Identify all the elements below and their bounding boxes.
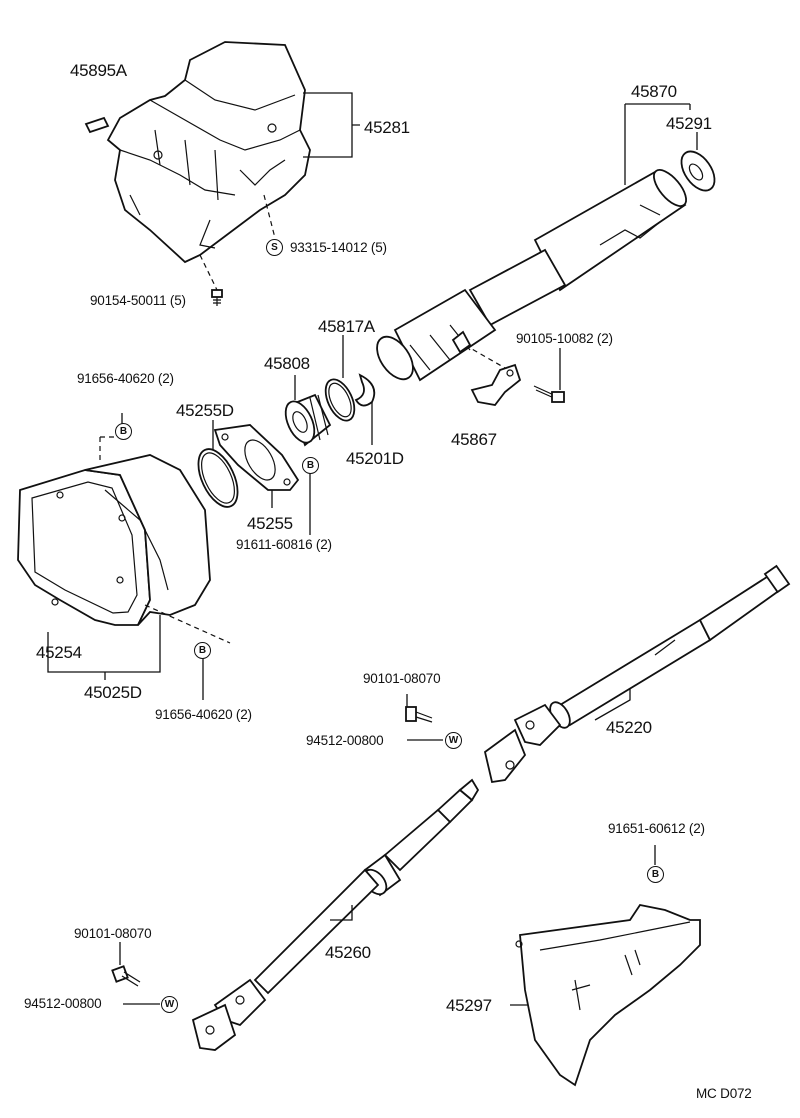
part-label-45291: 45291: [666, 114, 712, 133]
bolt-symbol-91651: B: [647, 866, 664, 883]
part-label-45895A: 45895A: [70, 61, 127, 80]
part-label-91656-top: 91656-40620 (2): [77, 371, 174, 386]
part-label-45817A: 45817A: [318, 317, 375, 336]
part-label-90101-lower: 90101-08070: [74, 926, 152, 941]
part-label-45220: 45220: [606, 718, 652, 737]
label-plate-45895A: [84, 116, 110, 134]
part-label-91656-bottom: 91656-40620 (2): [155, 707, 252, 722]
gasket-45255D: [197, 448, 239, 508]
part-label-91611: 91611-60816 (2): [236, 537, 332, 552]
part-label-94512-upper: 94512-00800: [306, 733, 384, 748]
part-label-90105: 90105-10082 (2): [516, 331, 613, 346]
part-label-45201D: 45201D: [346, 449, 404, 468]
shaft-45220: [483, 564, 791, 784]
part-label-91651: 91651-60612 (2): [608, 821, 705, 836]
flange-45255: [213, 424, 300, 491]
part-label-45255: 45255: [247, 514, 293, 533]
bolt-90101-lower: [111, 965, 141, 987]
bracket-45867: [451, 330, 522, 406]
bushing-45291: [680, 150, 716, 192]
diagram-code: MC D072: [696, 1086, 752, 1101]
bearing-45808: [284, 393, 332, 447]
column-cover-45281: [106, 41, 311, 264]
screw-symbol: S: [266, 239, 283, 256]
part-label-93315: 93315-14012 (5): [290, 240, 387, 255]
bolt-symbol-91656-top: B: [115, 423, 132, 440]
part-label-94512-lower: 94512-00800: [24, 996, 102, 1011]
cover-45297: [515, 903, 701, 1087]
bolt-90101-upper: [405, 706, 433, 723]
boot-45025D: [17, 454, 211, 626]
column-tube-45870: [376, 169, 687, 382]
washer-symbol-upper: W: [445, 732, 462, 749]
part-label-45297: 45297: [446, 996, 492, 1015]
bolt-90105: [533, 385, 565, 403]
clip-45201D: [354, 373, 376, 407]
bolt-symbol-91611: B: [302, 457, 319, 474]
part-label-45808: 45808: [264, 354, 310, 373]
part-label-45025D: 45025D: [84, 683, 142, 702]
part-label-45281: 45281: [364, 118, 410, 137]
part-label-90154: 90154-50011 (5): [90, 293, 186, 308]
part-label-45260: 45260: [325, 943, 371, 962]
shaft-45260: [191, 778, 480, 1051]
part-label-45870: 45870: [631, 82, 677, 101]
ring-45817A: [324, 378, 356, 422]
part-label-45254: 45254: [36, 643, 82, 662]
screw-90154: [199, 254, 223, 306]
part-label-45255D: 45255D: [176, 401, 234, 420]
washer-symbol-lower: W: [161, 996, 178, 1013]
bolt-symbol-91656-bottom: B: [194, 642, 211, 659]
part-label-45867: 45867: [451, 430, 497, 449]
part-label-90101-upper: 90101-08070: [363, 671, 441, 686]
